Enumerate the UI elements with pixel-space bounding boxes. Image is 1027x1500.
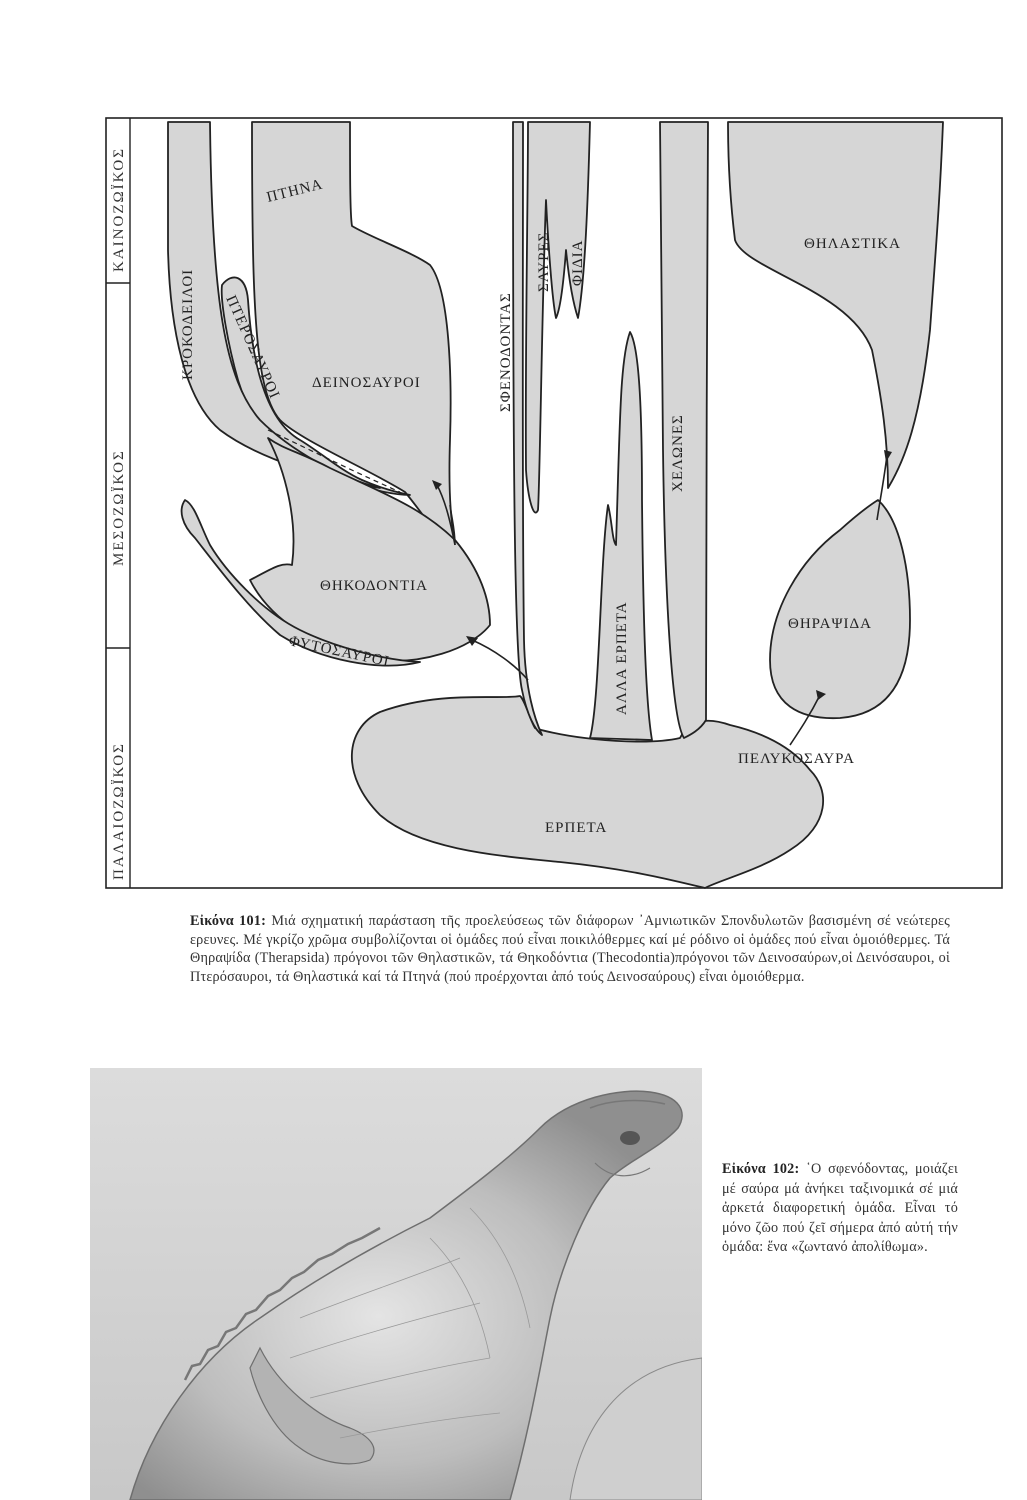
era-cenozoic: ΚΑΙΝΟΖΩΪΚΟΣ [110,147,127,272]
sphenodon-photo-drawing [90,1068,702,1500]
arrow-reptiles-thecodonts [471,639,529,681]
shape-sphenodon [512,121,543,736]
figure-101-caption: Εἰκόνα 101: Μιά σχηματική παράσταση τῆς … [190,912,950,986]
label-snakes: ΦΙΔΙΑ [570,240,586,286]
arrow-to-birds [449,504,456,546]
label-lizards: ΣΑΥΡΕΣ [536,232,552,292]
figure-102-text: ῾Ο σφενόδοντας, μοιάζει μέ σαύρα μά ἀνήκ… [722,1161,958,1255]
arrow-pelycosaurs-therapsids [789,694,821,746]
shape-therapsids [769,499,911,720]
era-paleozoic: ΠΑΛΑΙΟΖΩΪΚΟΣ [110,742,127,880]
shape-crocodiles [167,121,381,489]
shape-thecodonts [249,437,491,662]
sphenodon-photo [90,1068,702,1500]
dashed-link [267,429,401,493]
label-pelycosaurs: ΠΕΛΥΚΟΣΑΥΡΑ [738,751,855,767]
arrow-therapsids-mammals [876,454,888,521]
arrowhead-4 [884,450,892,462]
figure-102-title: Εἰκόνα 102: [722,1161,800,1177]
shape-mammals [727,121,944,489]
shape-phytosaurs [180,499,421,667]
label-turtles: ΧΕΛΩΝΕΣ [670,414,686,492]
shape-reptiles [350,695,824,889]
label-sphenodon: ΣΦΕΝΟΔΟΝΤΑΣ [498,292,514,412]
label-thecodonts: ΘΗΚΟΔΟΝΤΙΑ [320,578,428,594]
shape-turtles [659,121,709,739]
figure-101-title: Εἰκόνα 101: [190,913,266,929]
era-mesozoic: ΜΕΣΟΖΩΪΚΟΣ [110,449,127,566]
evolution-diagram: ΚΑΙΝΟΖΩΪΚΟΣ ΜΕΣΟΖΩΪΚΟΣ ΠΑΛΑΙΟΖΩΪΚΟΣ [105,117,1003,889]
label-reptiles: ΕΡΠΕΤΑ [545,820,607,836]
arrowhead-2 [432,480,442,490]
label-other-reptiles: ΑΛΛΑ ΕΡΠΕΤΑ [614,601,630,715]
arrowhead-1 [466,636,478,646]
shape-lizards-snakes [524,121,591,514]
label-therapsids: ΘΗΡΑΨΙΔΑ [788,616,872,632]
figure-102-caption: Εἰκόνα 102: ῾Ο σφενόδοντας, μοιάζει μέ σ… [722,1160,958,1258]
label-crocodiles: ΚΡΟΚΟΔΕΙΛΟΙ [180,269,196,380]
figure-101-text: Μιά σχηματική παράσταση τῆς προελεύσεως … [190,913,950,985]
arrow-thecodonts-dinosaurs [436,484,456,546]
label-dinosaurs: ΔΕΙΝΟΣΑΥΡΟΙ [312,375,421,391]
label-mammals: ΘΗΛΑΣΤΙΚΑ [804,236,901,252]
arrowhead-3 [816,690,826,700]
shape-other-reptiles [589,331,653,741]
diagram-frame [105,117,1003,889]
